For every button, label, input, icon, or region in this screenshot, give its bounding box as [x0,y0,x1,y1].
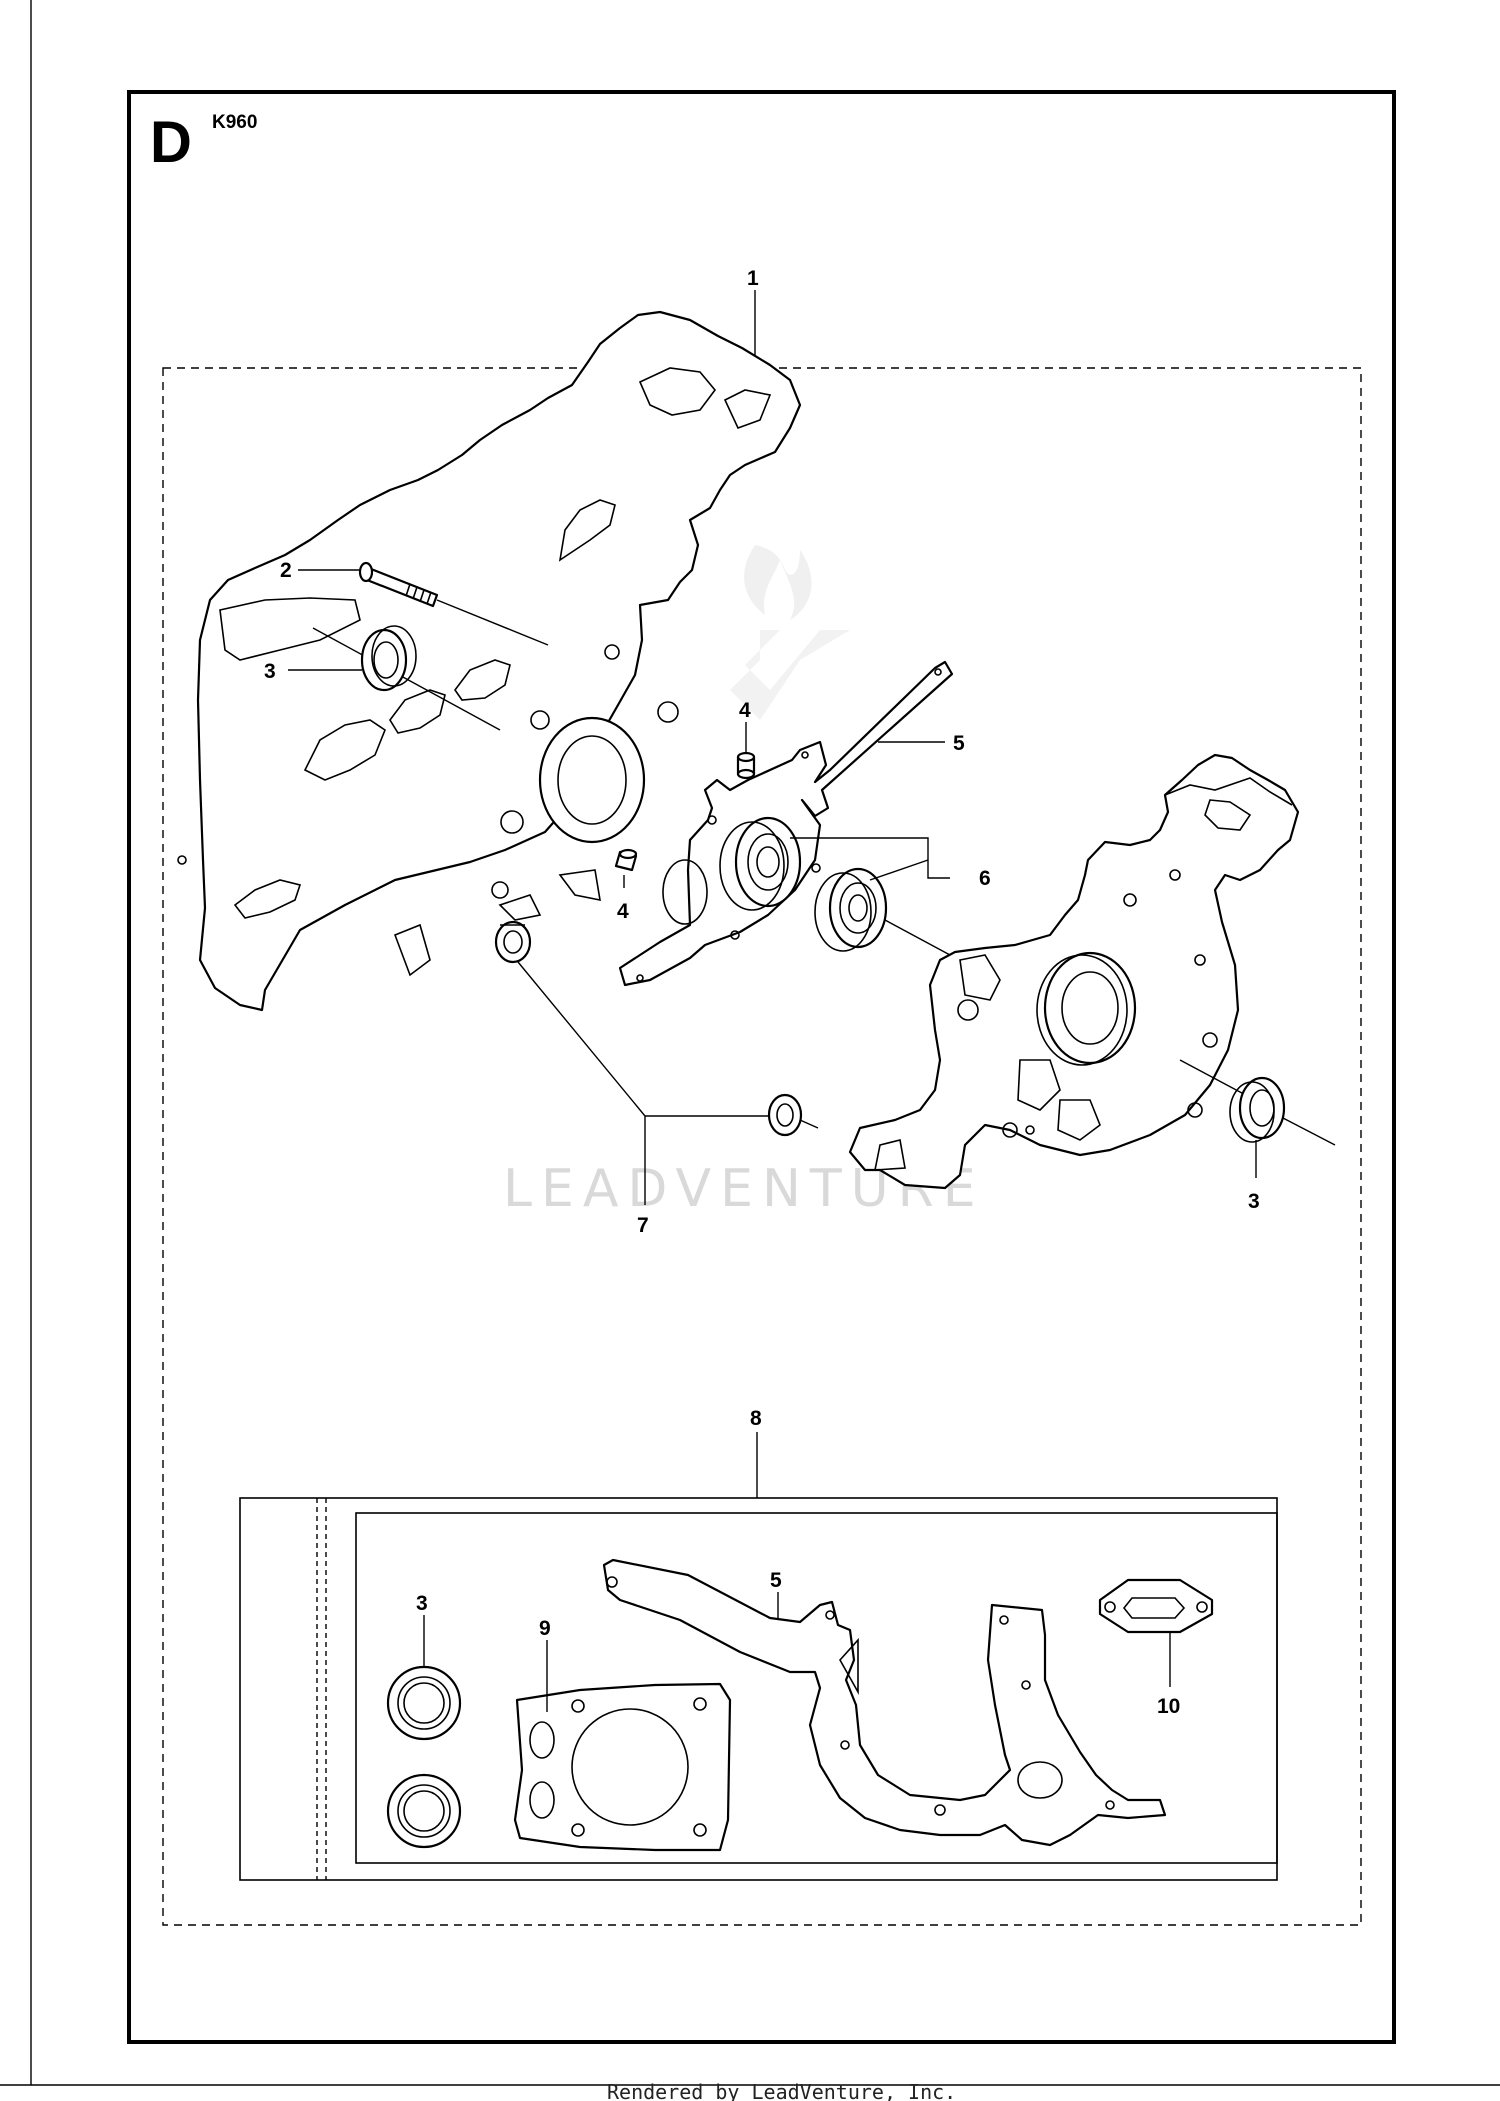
callout-9: 9 [539,1617,551,1640]
footer-credit: Rendered by LeadVenture, Inc. [607,2080,956,2101]
watermark-logo [700,545,850,720]
callout-1: 1 [747,267,759,290]
left-crankcase-half [177,310,802,1012]
plug-left [494,920,532,964]
callout-3-kit: 3 [416,1592,428,1615]
leader-6 [790,837,950,879]
dowel-pin-top [736,751,756,780]
callout-3-right: 3 [1248,1190,1260,1213]
callout-4-bottom: 4 [617,900,629,923]
callout-6: 6 [979,867,991,890]
muffler-gasket [1098,1578,1214,1634]
callout-5-kit: 5 [770,1569,782,1592]
diagram-frame [127,90,1396,2044]
callout-8: 8 [750,1407,762,1430]
seal-ring-right [1179,1059,1336,1146]
callout-10: 10 [1157,1695,1180,1718]
right-crankcase-half [848,753,1300,1190]
callout-4-top: 4 [739,699,751,722]
screw [358,561,439,608]
leader-bearing-axis [884,919,951,956]
cylinder-gasket [513,1682,732,1852]
model-label: K960 [212,112,257,133]
kit-crankcase-gasket [602,1558,1167,1847]
assembly-boundary [162,367,1362,1926]
leader-6-b [869,859,929,881]
ball-bearing-1 [719,816,802,911]
seal-ring-left [312,625,501,731]
kit-seal-ring-bottom [386,1773,462,1849]
gasket-kit-card [355,1512,1278,1864]
callout-5: 5 [953,732,965,755]
callout-2: 2 [280,559,292,582]
dowel-pin-bottom [614,848,638,872]
callout-3-left: 3 [264,660,276,683]
crankcase-gasket [618,660,954,987]
section-letter: D [150,110,192,175]
callout-7: 7 [637,1214,649,1237]
plug-right [767,1093,819,1137]
ball-bearing-2 [814,867,888,952]
kit-seal-ring-top [386,1665,462,1741]
leader-2-axis [436,599,549,646]
